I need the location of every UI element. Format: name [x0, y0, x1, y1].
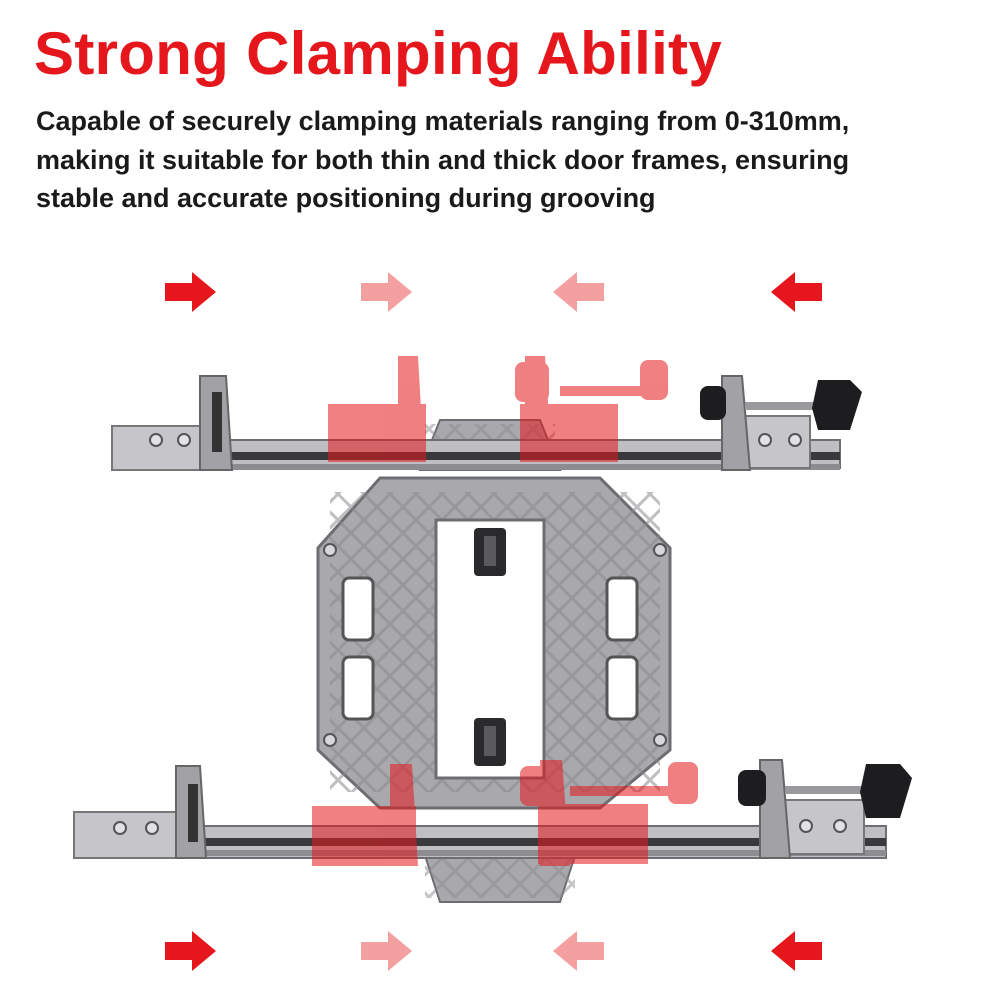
clamp-knob — [700, 380, 862, 430]
top-rail — [111, 356, 862, 471]
arrow-left-icon — [553, 931, 604, 971]
arrow-right-icon — [361, 931, 412, 971]
bottom-rail — [73, 759, 912, 866]
arrow-right-icon — [361, 272, 412, 312]
moving-clamp-ghost — [312, 760, 698, 866]
description-line: Capable of securely clamping materials r… — [36, 106, 850, 136]
description-line: making it suitable for both thin and thi… — [36, 144, 850, 175]
base-plate — [316, 419, 672, 903]
description: Capable of securely clamping materials r… — [36, 102, 976, 218]
arrow-left-icon — [771, 931, 822, 971]
clamp-knob — [738, 764, 912, 818]
arrow-right-icon — [165, 931, 216, 971]
arrow-left-icon — [771, 272, 822, 312]
page-title: Strong Clamping Ability — [34, 20, 722, 87]
moving-clamp-ghost — [328, 356, 668, 462]
arrow-right-icon — [165, 272, 216, 312]
arrow-left-icon — [553, 272, 604, 312]
description-line: stable and accurate positioning during g… — [36, 183, 656, 213]
